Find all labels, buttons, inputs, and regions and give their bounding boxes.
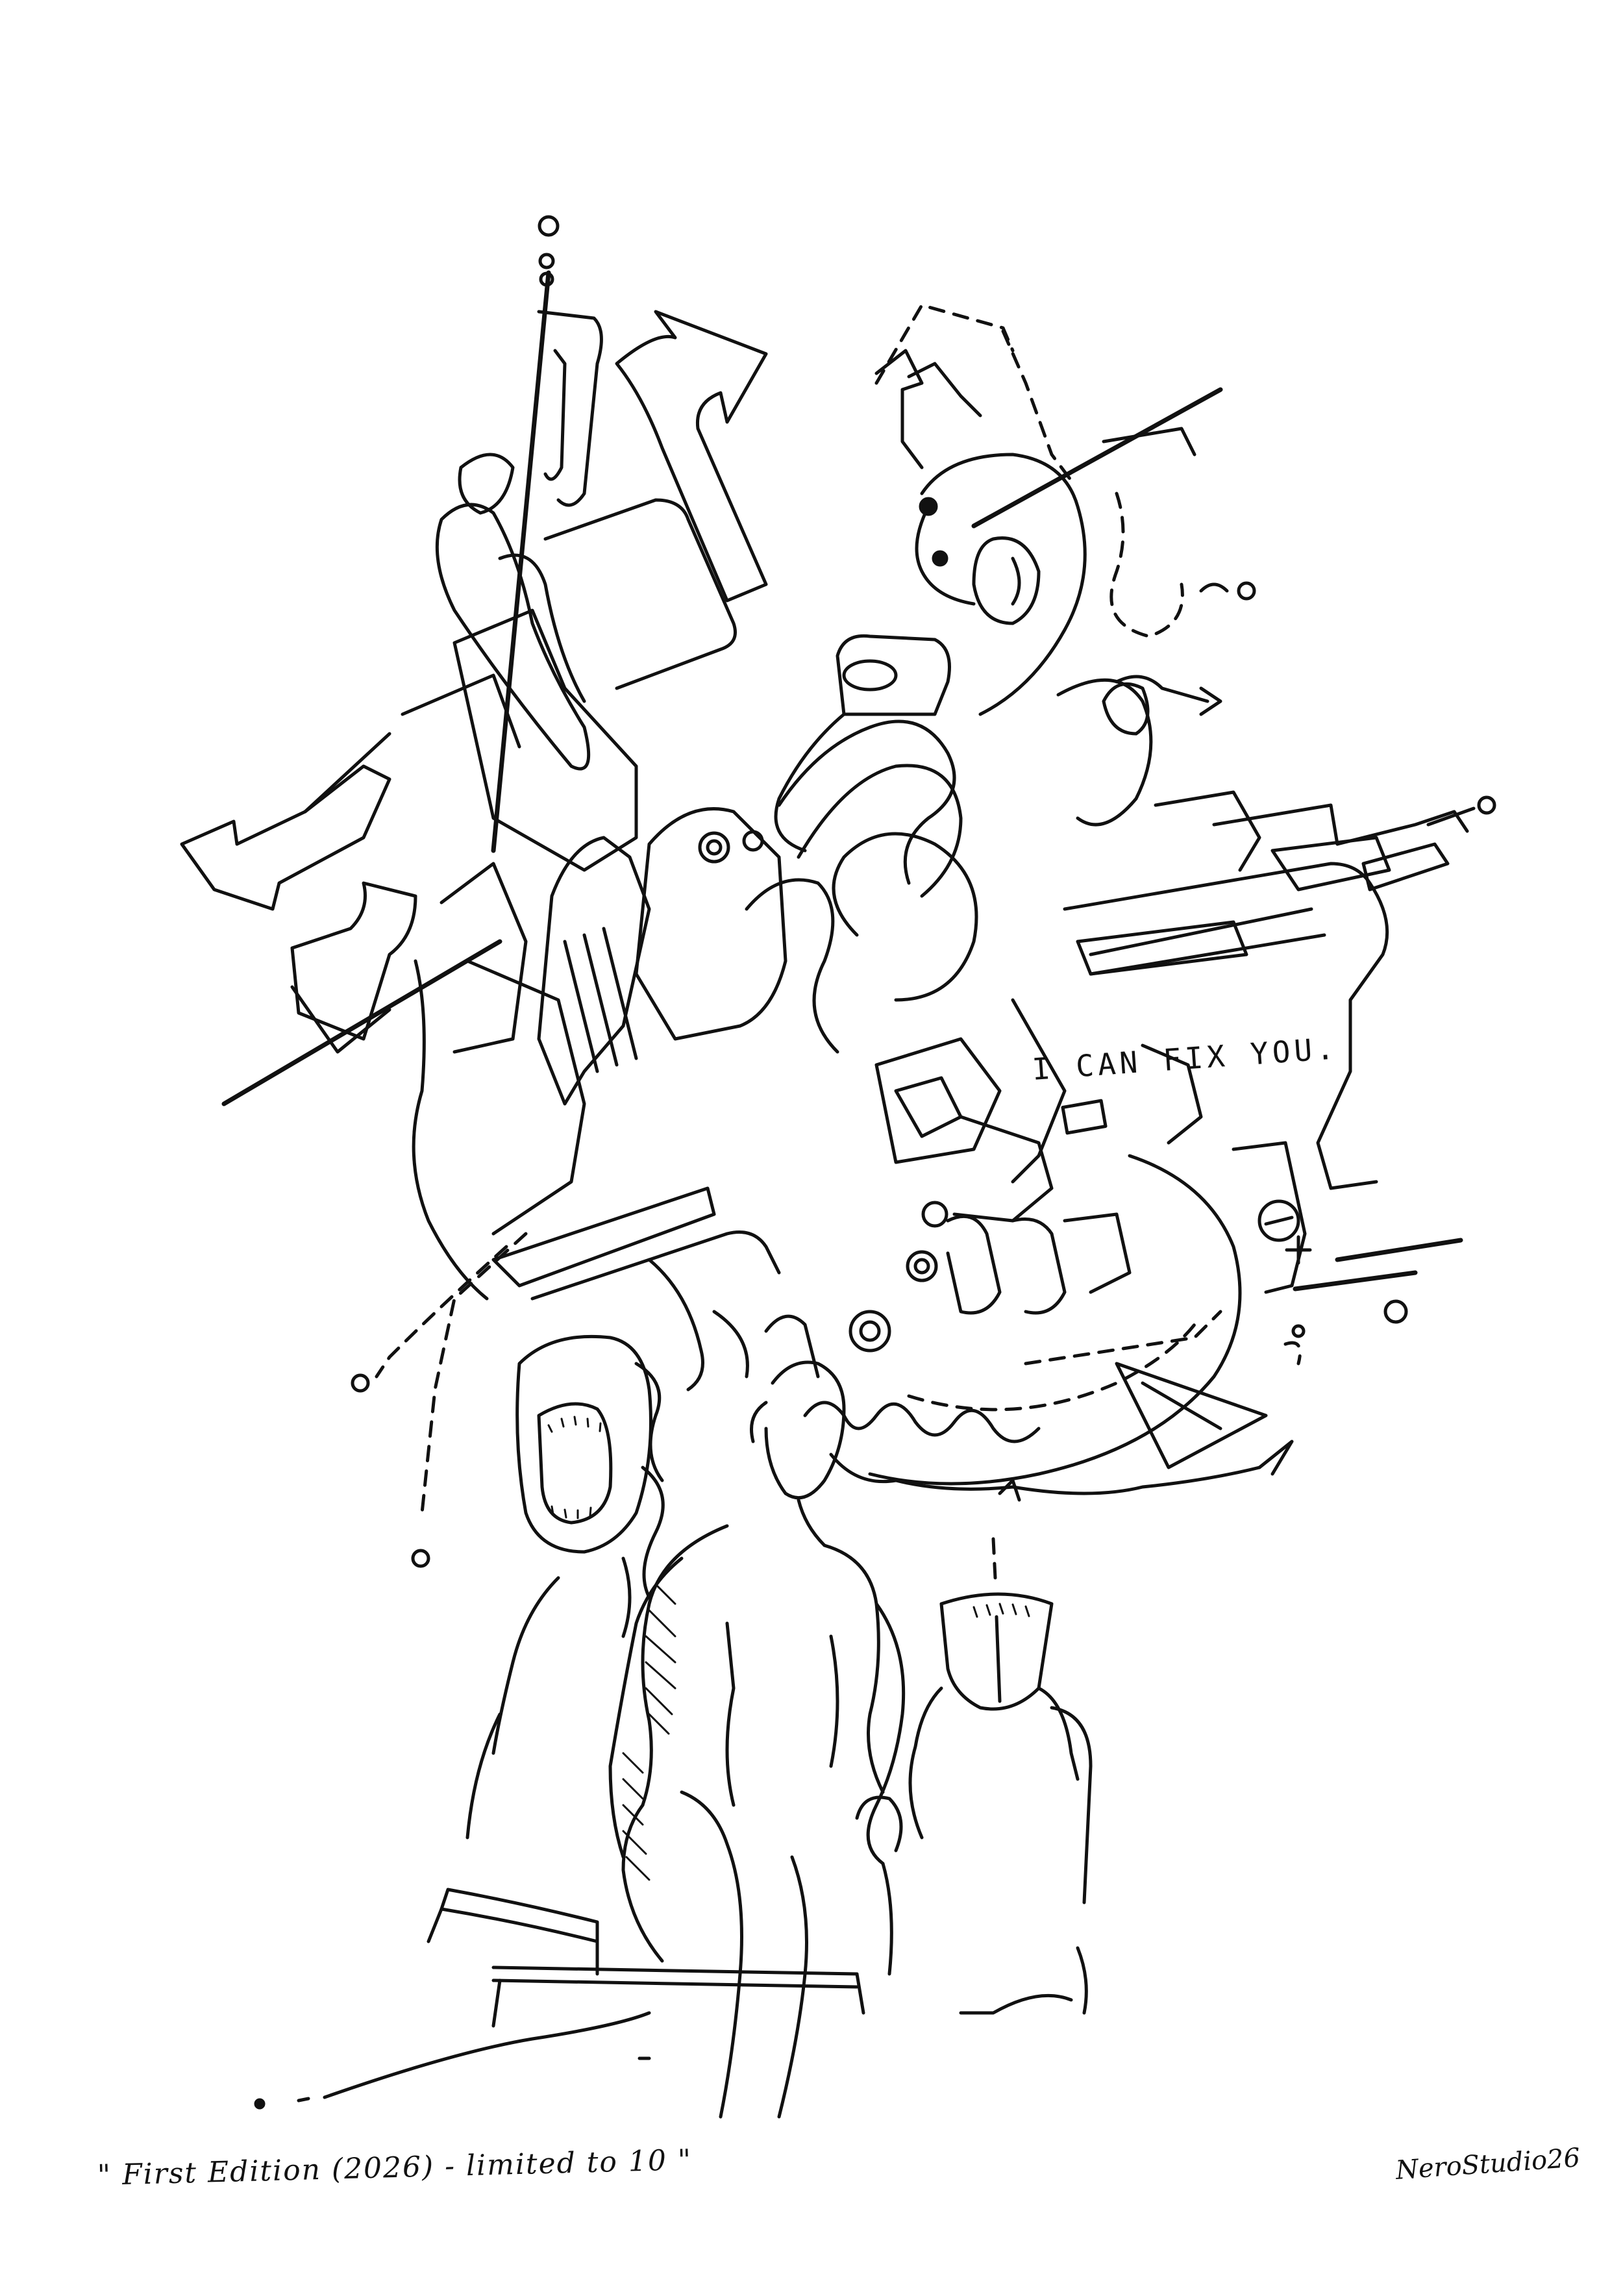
- cup-figure: [908, 1537, 1093, 1904]
- screaming-figure: [465, 1334, 684, 1859]
- bench: [254, 1888, 1088, 2110]
- seated-figure: [621, 1360, 906, 2119]
- machine-cloud: [180, 215, 1496, 1502]
- dashed-trails: [351, 1232, 528, 1568]
